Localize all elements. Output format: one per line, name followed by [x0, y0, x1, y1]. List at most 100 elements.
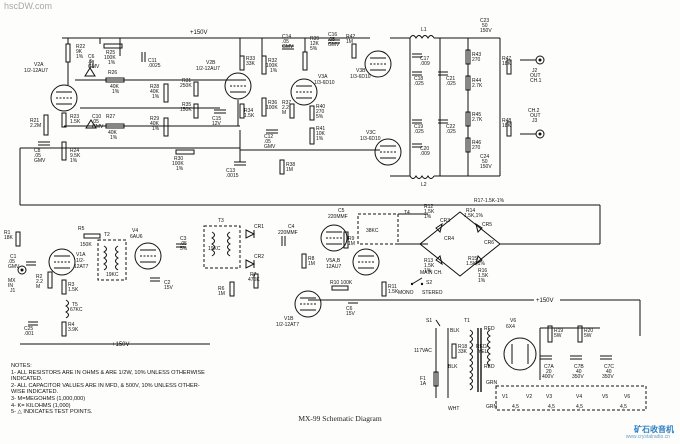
- svg-text:CR1: CR1: [254, 224, 264, 230]
- right-b-plus-rail: +150V: [308, 298, 641, 336]
- svg-text:R26: R26: [108, 70, 117, 76]
- svg-text:V1: V1: [502, 394, 508, 400]
- schematic-caption: MX-99 Schematic Diagram: [298, 414, 382, 423]
- svg-text:150K: 150K: [80, 242, 92, 248]
- svg-text:C3.055%: C3.055%: [180, 236, 188, 252]
- svg-text:GRN: GRN: [486, 404, 498, 410]
- site-watermark-top: hscDW.com: [4, 1, 53, 11]
- note-line: 3- M=MEGOHMS (1,000,000): [11, 395, 86, 402]
- svg-text:4,5: 4,5: [576, 404, 583, 410]
- svg-text:C13.0015: C13.0015: [226, 168, 239, 179]
- svg-text:T3: T3: [218, 218, 224, 224]
- svg-text:V3: V3: [546, 394, 552, 400]
- svg-text:BLK: BLK: [448, 364, 458, 370]
- svg-text:L2: L2: [421, 182, 427, 188]
- svg-text:C22.025: C22.025: [446, 124, 456, 135]
- svg-text:BLK: BLK: [450, 328, 460, 334]
- svg-text:R31.5K: R31.5K: [68, 282, 79, 293]
- svg-text:CR2: CR2: [254, 254, 264, 260]
- top-plus-label: +150V: [190, 30, 208, 36]
- svg-text:CR6: CR6: [484, 240, 494, 246]
- svg-text:19KC: 19KC: [106, 272, 119, 278]
- note-line: 1- ALL RESISTORS ARE IN OHMS & ARE 1/2W,…: [11, 369, 205, 376]
- svg-text:RED: RED: [484, 326, 495, 332]
- main-ch-label: MAIN CH.: [420, 270, 443, 276]
- bottom-plus-label: +150V: [112, 342, 130, 348]
- svg-text:RED: RED: [484, 364, 495, 370]
- svg-text:R17-1.5K-1%: R17-1.5K-1%: [474, 198, 505, 204]
- svg-text:R34: R34: [244, 108, 253, 114]
- right-plus-label: +150V: [536, 298, 554, 304]
- top-b-plus-rail: +150V: [62, 30, 370, 56]
- site-watermark-url: www.crystalradio.cn: [625, 434, 670, 440]
- filter-capacitor-grid: C17.009 C18.025 C21.025 C19.025 C22.025 …: [412, 53, 456, 157]
- svg-text:38KC: 38KC: [366, 228, 379, 234]
- svg-text:WHT: WHT: [448, 406, 459, 412]
- svg-text:STEREO: STEREO: [422, 290, 443, 296]
- svg-text:V4: V4: [576, 394, 582, 400]
- svg-text:GRN: GRN: [486, 380, 498, 386]
- svg-text:CR4: CR4: [444, 236, 454, 242]
- svg-text:V2: V2: [526, 394, 532, 400]
- svg-text:CR3: CR3: [440, 218, 450, 224]
- note-line: 2- ALL CAPACITOR VALUES ARE IN MFD, & 50…: [11, 382, 200, 389]
- v2a-tube-envelope: [50, 84, 78, 112]
- note-line: INDICATED.: [11, 376, 43, 383]
- notes-title: NOTES:: [11, 363, 32, 369]
- svg-text:T1: T1: [464, 318, 470, 324]
- note-line: 4- K= KILOHMS (1,000): [11, 402, 71, 409]
- svg-text:19KC: 19KC: [208, 246, 221, 252]
- svg-text:1.5K: 1.5K: [244, 113, 255, 119]
